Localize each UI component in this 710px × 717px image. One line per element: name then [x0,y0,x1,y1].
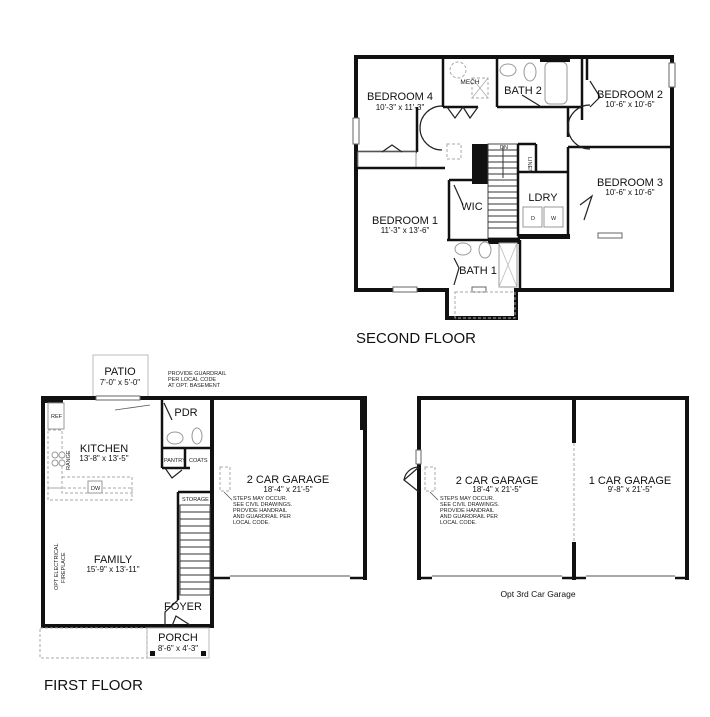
room-wic-name: WIC [461,201,482,213]
opt-steps-note-line5: LOCAL CODE. [440,520,477,526]
room-pantry-name: PANTRY [164,458,186,464]
second-floor-plan: BEDROOM 4 10'-3" x 11'-3" MECH BATH 2 BE… [352,55,676,347]
dryer-label: D [531,216,535,222]
room-bath2-name: BATH 2 [504,85,542,97]
steps-note-line1: STEPS MAY OCCUR. [233,496,288,502]
opt-steps-note-line1: STEPS MAY OCCUR. [440,496,495,502]
staircase-second-floor [487,143,519,239]
first-floor-title: FIRST FLOOR [44,677,143,694]
room-patio-dim: 7'-0" x 5'-0" [100,378,140,387]
first-floor-plan: PATIO 7'-0" x 5'-0" PROVIDE GUARDRAIL PE… [39,354,367,694]
staircase-first-floor [179,504,211,596]
dw-label: DW [91,486,101,492]
room-storage-name: STORAGE [182,497,209,503]
room-bedroom4-dim: 10'-3" x 11'-3" [376,103,425,112]
opt-garage-caption: Opt 3rd Car Garage [500,589,575,599]
room-family-name: FAMILY [94,554,133,566]
opt-steps-note-line4: AND GUARDRAIL PER [440,514,498,520]
room-porch-dim: 8'-6" x 4'-3" [158,644,198,653]
room-bedroom3-dim: 10'-6" x 10'-6" [605,188,654,197]
guardrail-note-line2: PER LOCAL CODE [168,377,216,383]
room-porch-name: PORCH [158,632,198,644]
room-coats-name: COATS [189,458,208,464]
fireplace-label-line1: OPT ELECTRICAL [54,543,60,590]
room-bedroom1-name: BEDROOM 1 [372,215,438,227]
room-pdr-name: PDR [174,407,197,419]
room-garage2-name: 2 CAR GARAGE [247,474,330,486]
room-bedroom2-name: BEDROOM 2 [597,89,663,101]
opt-garage-1car-wall [572,396,689,580]
steps-note-line2: SEE CIVIL DRAWINGS. [233,502,293,508]
stair-dn-label: DN [500,145,508,151]
room-opt-garage1-name: 1 CAR GARAGE [589,475,672,487]
guardrail-note-line3: AT OPT. BASEMENT [168,383,221,389]
room-foyer-name: FOYER [164,601,202,613]
room-bedroom4-name: BEDROOM 4 [367,91,433,103]
dryer [522,206,543,228]
fireplace-label-line2: FIREPLACE [61,552,67,583]
room-mech-name: MECH [460,79,479,86]
bedroom4-closet [357,151,417,169]
room-garage2-dim: 18'-4" x 21'-5" [263,485,312,494]
room-kitchen-name: KITCHEN [80,443,128,455]
steps-note-line3: PROVIDE HANDRAIL [233,508,287,514]
room-ldry-name: LDRY [528,192,558,204]
opt-steps-note-line3: PROVIDE HANDRAIL [440,508,494,514]
refrigerator [47,402,65,430]
room-kitchen-dim: 13'-8" x 13'-5" [79,454,128,463]
room-bedroom2-dim: 10'-6" x 10'-6" [605,100,654,109]
room-opt-garage1-dim: 9'-8" x 21'-5" [608,485,653,494]
room-bath1-name: BATH 1 [459,265,497,277]
stair-wall [472,144,488,184]
range-label: RANGE [66,450,72,470]
ref-label: REF [51,414,63,420]
opt-garage-plan: 2 CAR GARAGE 18'-4" x 21'-5" 1 CAR GARAG… [403,396,689,599]
second-floor-title: SECOND FLOOR [356,330,476,347]
washer-label: W [551,216,557,222]
steps-note-line4: AND GUARDRAIL PER [233,514,291,520]
guardrail-note-line1: PROVIDE GUARDRAIL [168,371,226,377]
porch-area [146,627,210,659]
room-opt-garage2-dim: 18'-4" x 21'-5" [472,485,521,494]
room-patio-name: PATIO [104,366,136,378]
first-floor-exterior-wall [41,396,214,628]
room-opt-garage2-name: 2 CAR GARAGE [456,475,539,487]
room-linen-name: LINEN [526,157,532,173]
steps-note-line5: LOCAL CODE. [233,520,270,526]
room-family-dim: 15'-9" x 13'-11" [86,565,139,574]
second-floor-exterior-wall [354,55,674,320]
room-bedroom1-dim: 11'-3" x 13'-6" [381,226,430,235]
room-bedroom3-name: BEDROOM 3 [597,177,663,189]
opt-steps-note-line2: SEE CIVIL DRAWINGS. [440,502,500,508]
washer [543,206,564,228]
